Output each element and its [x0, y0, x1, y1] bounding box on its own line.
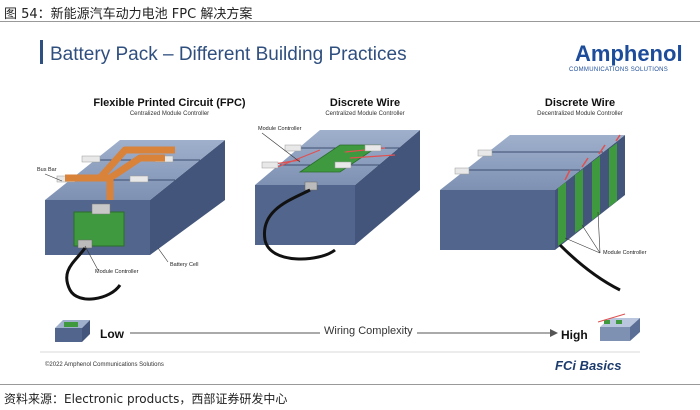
- battery-cell-label: Battery Cell: [170, 262, 199, 268]
- title-accent-bar: [40, 40, 43, 64]
- module-controller-leader-1: [84, 245, 99, 271]
- module-controller-leader-2: [261, 132, 301, 163]
- high-complexity-pack-icon: [597, 313, 640, 341]
- discrete-wire-centralized-pack: [255, 130, 420, 261]
- amphenol-logo: Amphenol: [575, 41, 683, 66]
- battery-cell-leader: [157, 247, 169, 263]
- source-note: 资料来源：Electronic products，西部证券研发中心: [4, 392, 288, 406]
- slide-title: Battery Pack – Different Building Practi…: [50, 44, 407, 65]
- panel-3-subtitle: Decentralized Module Controller: [537, 111, 623, 117]
- bus-bar-leader: [44, 173, 63, 182]
- top-divider: [0, 21, 700, 22]
- slide: Battery Pack – Different Building Practi…: [0, 23, 700, 381]
- module-controller-leader-3b: [581, 224, 601, 254]
- axis-high-label: High: [561, 328, 588, 342]
- panel-2-title: Discrete Wire: [329, 97, 401, 109]
- low-complexity-pack-icon: [55, 320, 90, 342]
- figure-title: 图 54：新能源汽车动力电池 FPC 解决方案: [4, 7, 253, 22]
- module-controller-label-2: Module Controller: [258, 126, 302, 132]
- complexity-arrow-head: [550, 329, 558, 337]
- module-controller-leader-3c: [597, 211, 601, 254]
- panel-1-title: Flexible Printed Circuit (FPC): [93, 97, 246, 109]
- discrete-wire-decentralized-pack: [440, 134, 625, 292]
- copyright-text: ©2022 Amphenol Communications Solutions: [45, 362, 164, 368]
- bus-bar-label: Bus Bar: [37, 167, 57, 173]
- panel-3-title: Discrete Wire: [544, 97, 616, 109]
- panel-2-subtitle: Centralized Module Controller: [325, 111, 405, 117]
- axis-middle-label: Wiring Complexity: [320, 325, 417, 337]
- fci-basics-logo: FCi Basics: [555, 358, 622, 373]
- amphenol-logo-subtitle: COMMUNICATIONS SOLUTIONS: [569, 67, 669, 73]
- axis-low-label: Low: [100, 327, 124, 341]
- panel-1-subtitle: Centralized Module Controller: [129, 111, 210, 117]
- module-controller-label-1: Module Controller: [95, 269, 139, 275]
- bottom-divider: [0, 384, 700, 385]
- module-controller-leader-3a: [564, 237, 601, 254]
- fpc-battery-pack: [45, 140, 225, 301]
- module-controller-label-3: Module Controller: [603, 250, 647, 256]
